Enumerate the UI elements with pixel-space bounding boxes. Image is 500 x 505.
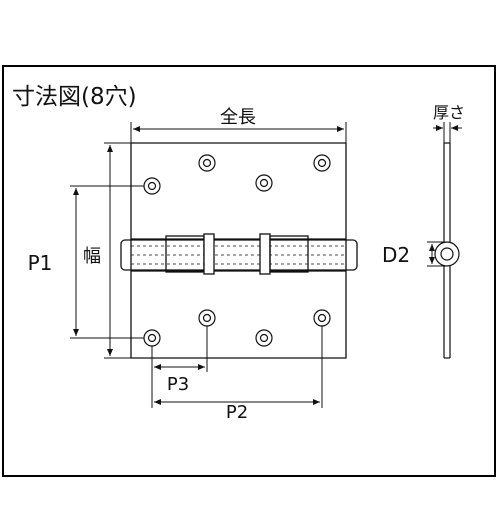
hinge-top-plate bbox=[130, 142, 347, 240]
diagram-title: 寸法図(8穴) bbox=[12, 84, 137, 110]
outer-border bbox=[2, 65, 496, 477]
d2-label: D2 bbox=[382, 243, 410, 267]
thickness-label: 厚さ bbox=[433, 103, 465, 122]
hinge-bottom-plate bbox=[130, 270, 347, 359]
hinge-knuckle bbox=[120, 233, 358, 275]
p2-dimension bbox=[151, 326, 323, 408]
screw-hole bbox=[143, 177, 161, 195]
p3-label: P3 bbox=[167, 374, 189, 395]
d2-dimension bbox=[427, 241, 447, 267]
p1-dimension bbox=[70, 185, 144, 339]
screw-hole bbox=[255, 174, 273, 192]
width-label: 幅 bbox=[83, 246, 101, 267]
p3-dimension bbox=[151, 326, 208, 372]
screw-hole bbox=[313, 309, 331, 327]
screw-hole bbox=[255, 329, 273, 347]
thickness-dimension bbox=[433, 122, 462, 143]
overall-length-label: 全長 bbox=[220, 107, 256, 128]
screw-hole bbox=[143, 329, 161, 347]
screw-hole bbox=[198, 309, 216, 327]
overall-length-dimension bbox=[130, 122, 347, 143]
p1-label: P1 bbox=[28, 251, 53, 275]
p2-label: P2 bbox=[226, 402, 248, 423]
screw-hole bbox=[198, 154, 216, 172]
screw-hole bbox=[313, 154, 331, 172]
hinge-side-view bbox=[434, 142, 460, 359]
width-dimension bbox=[104, 142, 131, 359]
